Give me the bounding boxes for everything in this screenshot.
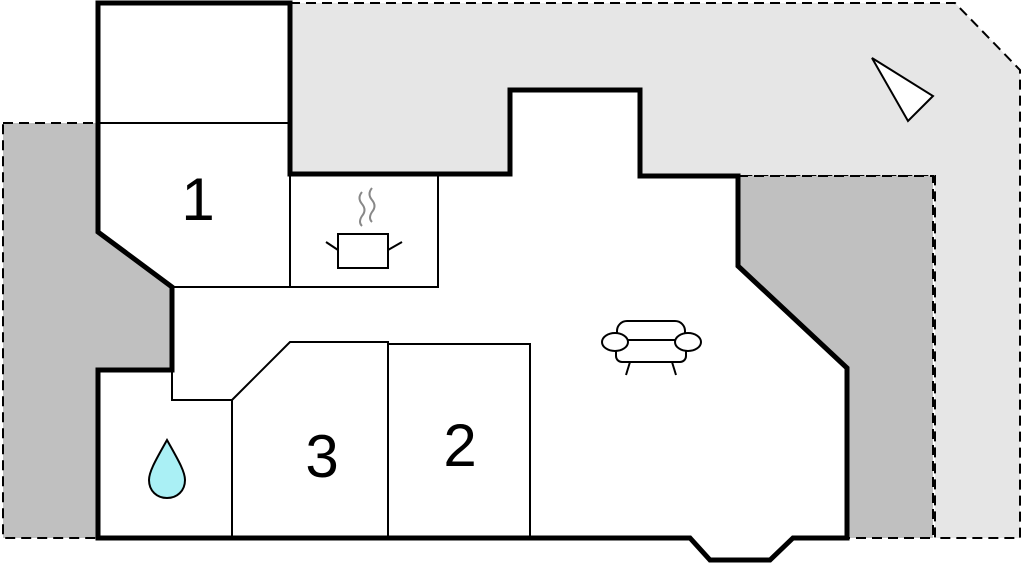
- room-label-2: 2: [443, 412, 476, 479]
- room-label-1: 1: [181, 166, 214, 233]
- room-label-3: 3: [305, 423, 338, 490]
- interior-walls: [98, 122, 531, 538]
- cooking-pot-icon: [325, 187, 403, 269]
- north-arrow-icon: [871, 57, 935, 123]
- house-interior: [98, 3, 847, 560]
- water-drop-icon: [147, 437, 187, 500]
- exterior-walls: [95, 0, 850, 563]
- sofa-icon: [601, 320, 702, 376]
